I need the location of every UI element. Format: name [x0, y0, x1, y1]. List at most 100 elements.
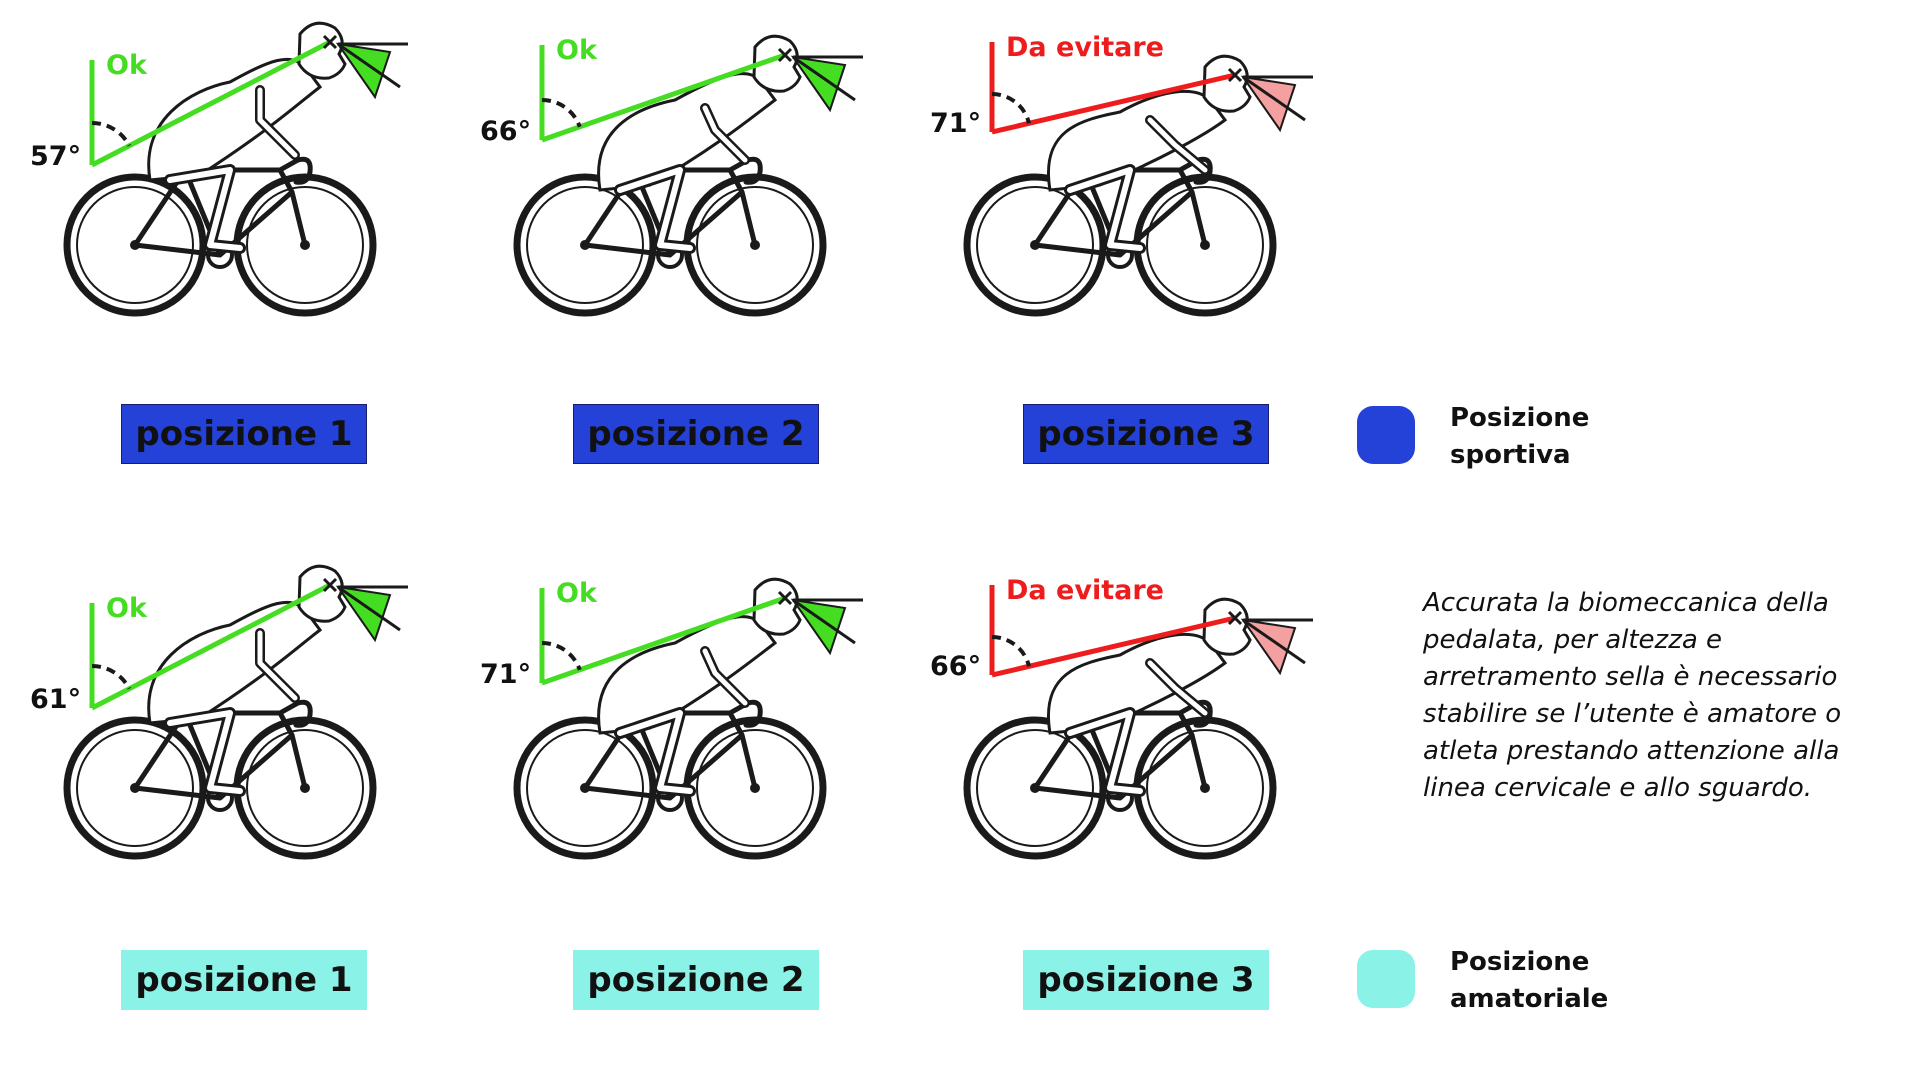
- rear-wheel: [513, 716, 657, 860]
- rider-arm-fill: [702, 648, 748, 706]
- rider-leg-fill: [167, 167, 243, 251]
- status-label: Da evitare: [1006, 32, 1164, 63]
- rider-torso: [1047, 632, 1228, 735]
- legend-line: amatoriale: [1450, 984, 1609, 1014]
- gaze-lines: [1242, 75, 1313, 122]
- position-label: posizione 3: [1023, 950, 1269, 1010]
- eye-marker: [1227, 610, 1243, 626]
- position-label: posizione 2: [573, 950, 819, 1010]
- gaze-cone: [1240, 618, 1297, 676]
- explanatory-note: Accurata la biomeccanica della pedalata,…: [1423, 585, 1921, 807]
- eye-marker: [322, 34, 338, 50]
- status-label: Ok: [106, 593, 148, 624]
- angle-arc: [541, 641, 582, 671]
- note-line: linea cervicale e allo sguardo.: [1423, 773, 1813, 803]
- rider-head: [1202, 597, 1252, 656]
- rider-arm-fill: [1147, 117, 1208, 173]
- rear-wheel: [63, 173, 207, 317]
- gaze-lines: [1242, 618, 1313, 665]
- rider-leg-fill: [1067, 167, 1143, 251]
- position-label: posizione 3: [1023, 404, 1269, 464]
- position-label: posizione 1: [121, 404, 367, 464]
- angle-arc: [91, 664, 132, 690]
- eye-marker: [1227, 67, 1243, 83]
- handlebar: [277, 699, 313, 728]
- cervical-line: [541, 52, 786, 143]
- angle-value: 66°: [930, 651, 981, 682]
- rider-head: [1202, 54, 1252, 113]
- gaze-cone: [335, 585, 392, 643]
- status-label: Da evitare: [1006, 575, 1164, 606]
- handlebar: [1177, 699, 1213, 728]
- position-label: posizione 2: [573, 404, 819, 464]
- note-line: Accurata la biomeccanica della: [1423, 588, 1829, 618]
- rider-arm-fill: [702, 105, 748, 163]
- cervical-line: [90, 39, 332, 168]
- cervical-line: [541, 595, 786, 686]
- rider-svg: Ok 61°: [30, 564, 408, 860]
- legend-swatch-amatoriale: [1357, 950, 1415, 1008]
- rider-torso: [1047, 89, 1228, 192]
- rider-figure-6: Da evitare 66°: [930, 563, 1440, 963]
- handlebar: [727, 699, 763, 728]
- gaze-cone: [1240, 75, 1297, 133]
- legend-line: sportiva: [1450, 440, 1571, 470]
- eye-marker: [322, 577, 338, 593]
- cervical-line: [90, 582, 332, 711]
- angle-value: 61°: [30, 684, 81, 715]
- rider-arm-fill: [257, 630, 298, 701]
- legend-line: Posizione: [1450, 947, 1590, 977]
- rider-arm-fill: [257, 87, 298, 158]
- rear-rim: [976, 186, 1094, 304]
- rear-wheel: [513, 173, 657, 317]
- gaze-lines: [337, 42, 408, 89]
- cervical-line: [991, 72, 1236, 135]
- legend-amatoriale: Posizione amatoriale: [1450, 944, 1710, 1018]
- rider-leg-fill: [1067, 710, 1143, 794]
- rear-rim: [976, 729, 1094, 847]
- note-line: atleta prestando attenzione alla: [1423, 736, 1840, 766]
- status-label: Ok: [556, 578, 598, 609]
- front-rim: [246, 186, 364, 304]
- rider-head: [297, 564, 347, 623]
- handlebar: [1177, 156, 1213, 185]
- note-line: pedalata, per altezza e: [1423, 625, 1723, 655]
- front-rim: [246, 729, 364, 847]
- handlebar: [277, 156, 313, 185]
- rear-wheel: [63, 716, 207, 860]
- legend-line: Posizione: [1450, 403, 1590, 433]
- eye-marker: [777, 590, 793, 606]
- note-line: stabilire se l’utente è amatore o: [1423, 699, 1842, 729]
- gaze-cone: [335, 42, 392, 100]
- rider-leg-fill: [167, 710, 243, 794]
- angle-arc: [991, 92, 1031, 124]
- status-label: Ok: [106, 50, 148, 81]
- gaze-cone: [790, 598, 847, 656]
- eye-marker: [777, 47, 793, 63]
- rear-rim: [526, 186, 644, 304]
- gaze-lines: [792, 598, 863, 645]
- cervical-line: [991, 615, 1236, 678]
- angle-arc: [91, 121, 132, 147]
- rear-wheel: [963, 716, 1107, 860]
- angle-arc: [541, 98, 582, 128]
- rider-svg: Da evitare 66°: [930, 575, 1313, 860]
- angle-arc: [991, 635, 1031, 667]
- front-rim: [696, 729, 814, 847]
- handlebar: [727, 156, 763, 185]
- front-rim: [1146, 729, 1264, 847]
- rear-wheel: [963, 173, 1107, 317]
- rider-arm-fill: [1147, 660, 1208, 716]
- rider-leg-fill: [617, 710, 693, 794]
- legend-sportiva: Posizione sportiva: [1450, 400, 1710, 474]
- note-line: arretramento sella è necessario: [1423, 662, 1838, 692]
- status-label: Ok: [556, 35, 598, 66]
- front-rim: [696, 186, 814, 304]
